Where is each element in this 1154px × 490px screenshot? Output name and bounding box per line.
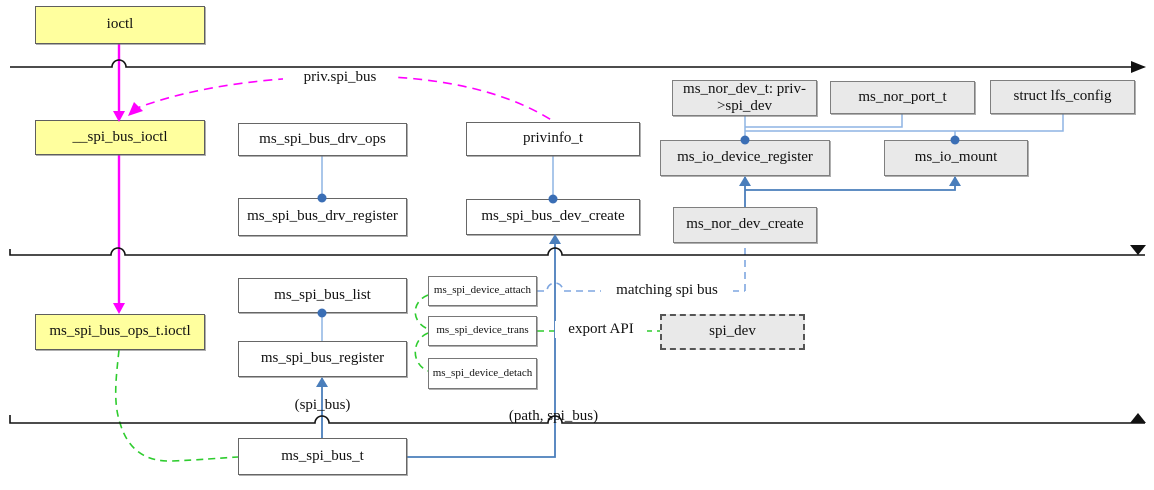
layer-line-3 <box>9 415 1145 424</box>
node-drv-register-label: ms_spi_bus_drv_register <box>247 208 398 225</box>
node-device-attach: ms_spi_device_attach <box>428 276 537 306</box>
node-nor-port-t: ms_nor_port_t <box>830 81 975 114</box>
edge-label-path-spi-bus-arg: (path, spi_bus) <box>508 408 599 424</box>
node-spi-bus-ioctl: __spi_bus_ioctl <box>35 120 205 155</box>
node-nor-dev-t-label: ms_nor_dev_t: priv->spi_dev <box>683 80 806 114</box>
node-bus-register-label: ms_spi_bus_register <box>260 350 385 367</box>
layer-line-2 <box>9 247 1145 256</box>
node-privinfo-label: privinfo_t <box>523 130 583 147</box>
node-lfs-config: struct lfs_config <box>990 80 1135 114</box>
node-io-device-register: ms_io_device_register <box>660 140 830 176</box>
node-ops-t-ioctl-label: ms_spi_bus_ops_t.ioctl <box>49 323 191 340</box>
layer-line-1 <box>10 59 1131 68</box>
node-io-mount: ms_io_mount <box>884 140 1028 176</box>
node-drv-ops-label: ms_spi_bus_drv_ops <box>259 130 386 147</box>
node-bus-list-label: ms_spi_bus_list <box>274 286 371 303</box>
node-io-mount-label: ms_io_mount <box>914 149 998 166</box>
node-spi-dev-label: spi_dev <box>709 323 756 340</box>
node-dev-create: ms_spi_bus_dev_create <box>466 199 640 235</box>
edge-label-matching-spi-bus: matching spi bus <box>601 282 733 299</box>
priv-spi-bus-dashed-curve <box>131 75 554 122</box>
node-device-trans-label: ms_spi_device_trans <box>436 324 529 337</box>
node-dev-create-label: ms_spi_bus_dev_create <box>481 208 625 225</box>
layer2-down-triangle <box>1130 245 1146 255</box>
node-ops-t-ioctl: ms_spi_bus_ops_t.ioctl <box>35 314 205 350</box>
layer-boundary-lines <box>9 59 1145 424</box>
node-device-detach: ms_spi_device_detach <box>428 358 537 389</box>
node-io-device-register-label: ms_io_device_register <box>677 149 813 166</box>
node-ioctl-label: ioctl <box>106 16 134 33</box>
node-bus-register: ms_spi_bus_register <box>238 341 407 377</box>
node-device-detach-label: ms_spi_device_detach <box>432 366 533 379</box>
node-nor-dev-create-label: ms_nor_dev_create <box>686 216 804 233</box>
node-drv-ops: ms_spi_bus_drv_ops <box>238 123 407 156</box>
black-line-end-markers <box>1130 61 1146 423</box>
matching-dashed-links <box>537 243 746 292</box>
node-device-attach-label: ms_spi_device_attach <box>433 284 532 297</box>
edge-label-spi-bus-arg: (spi_bus) <box>294 397 351 413</box>
node-nor-dev-create: ms_nor_dev_create <box>673 207 817 243</box>
node-spi-bus-ioctl-label: __spi_bus_ioctl <box>72 128 168 145</box>
node-privinfo: privinfo_t <box>466 122 640 156</box>
node-bus-list: ms_spi_bus_list <box>238 278 407 313</box>
node-ioctl: ioctl <box>35 6 205 44</box>
node-spi-dev: spi_dev <box>660 314 805 350</box>
edge-label-priv-spi-bus: priv.spi_bus <box>283 69 397 86</box>
node-bus-t: ms_spi_bus_t <box>238 438 407 475</box>
node-bus-t-label: ms_spi_bus_t <box>281 447 364 464</box>
edge-label-export-api: export API <box>555 321 647 338</box>
node-device-trans: ms_spi_device_trans <box>428 316 537 346</box>
layer1-right-arrow <box>1131 61 1146 73</box>
layer3-up-triangle <box>1130 413 1146 423</box>
node-nor-port-t-label: ms_nor_port_t <box>858 88 947 105</box>
node-nor-dev-t: ms_nor_dev_t: priv->spi_dev <box>672 80 817 116</box>
node-lfs-config-label: struct lfs_config <box>1013 88 1112 105</box>
node-drv-register: ms_spi_bus_drv_register <box>238 198 407 236</box>
